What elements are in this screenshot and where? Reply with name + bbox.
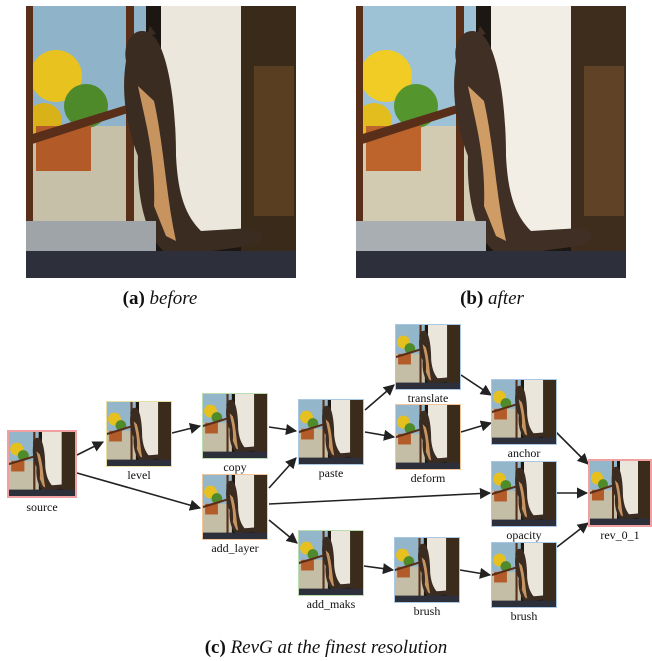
- caption-c: (c) RevG at the finest resolution: [126, 637, 526, 659]
- edge-add-layer-add-maks: [268, 519, 298, 544]
- node-brush1-thumb: [394, 537, 460, 603]
- node-deform-thumb: [395, 404, 461, 470]
- node-translate-label: translate: [407, 391, 449, 405]
- node-rev-thumb: [588, 459, 652, 527]
- node-paste-thumb: [298, 399, 364, 465]
- node-translate-thumb: [395, 324, 461, 390]
- node-add-layer-thumb: [202, 474, 268, 540]
- edge-copy-paste: [268, 423, 298, 436]
- node-opacity-thumb: [491, 461, 557, 527]
- cat-thumbnail-image: [203, 394, 267, 458]
- caption-a-text: before: [149, 288, 198, 309]
- edge-add-layer-opacity: [268, 487, 492, 505]
- caption-c-text: RevG at the finest resolution: [230, 637, 448, 658]
- node-anchor-label: anchor: [507, 446, 541, 460]
- cat-thumbnail-image: [492, 462, 556, 526]
- node-add-maks-thumb: [298, 530, 364, 596]
- cat-thumbnail-image: [590, 461, 650, 525]
- node-add-maks-label: add_maks: [306, 597, 356, 611]
- edge-source-level: [76, 441, 105, 456]
- cat-thumbnail-image: [492, 543, 556, 607]
- caption-a-letter: (a): [122, 288, 145, 309]
- node-source-thumb: [7, 430, 77, 498]
- cat-image-after: [356, 6, 626, 278]
- edge-deform-anchor: [460, 420, 493, 433]
- edge-add-layer-paste: [268, 457, 297, 489]
- edge-brush-rev: [556, 522, 589, 548]
- cat-thumbnail-image: [396, 405, 460, 469]
- node-brush1-label: brush: [413, 604, 441, 618]
- node-copy-thumb: [202, 393, 268, 459]
- after-photo: [356, 6, 626, 278]
- edge-brush-brush: [459, 567, 492, 579]
- cat-thumbnail-image: [395, 538, 459, 602]
- cat-thumbnail-image: [107, 402, 171, 466]
- caption-b-letter: (b): [460, 288, 484, 309]
- caption-b-text: after: [488, 288, 524, 309]
- node-deform-label: deform: [410, 471, 446, 485]
- cat-thumbnail-image: [203, 475, 267, 539]
- caption-c-letter: (c): [204, 637, 226, 658]
- node-brush2-label: brush: [510, 609, 538, 623]
- node-copy-label: copy: [223, 460, 247, 474]
- cat-thumbnail-image: [299, 531, 363, 595]
- caption-a: (a) before: [110, 288, 210, 310]
- cat-image-before: [26, 6, 296, 278]
- node-opacity-label: opacity: [506, 528, 542, 542]
- node-brush2-thumb: [491, 542, 557, 608]
- cat-thumbnail-image: [9, 432, 75, 496]
- edge-anchor-rev: [555, 431, 589, 465]
- node-rev-label: rev_0_1: [600, 528, 640, 542]
- edge-level-copy: [171, 423, 202, 434]
- node-source-label: source: [26, 500, 58, 514]
- cat-thumbnail-image: [492, 380, 556, 444]
- node-add-layer-label: add_layer: [211, 541, 259, 555]
- node-anchor-thumb: [491, 379, 557, 445]
- node-level-thumb: [106, 401, 172, 467]
- cat-thumbnail-image: [396, 325, 460, 389]
- edge-source-add-layer: [76, 472, 202, 511]
- node-paste-label: paste: [318, 466, 344, 480]
- edge-add-maks-brush: [363, 563, 395, 575]
- edge-translate-anchor: [460, 374, 492, 396]
- node-level-label: level: [127, 468, 151, 482]
- edge-paste-deform: [364, 429, 396, 441]
- caption-b: (b) after: [442, 288, 542, 310]
- edge-paste-translate: [364, 384, 395, 411]
- cat-thumbnail-image: [299, 400, 363, 464]
- before-photo: [26, 6, 296, 278]
